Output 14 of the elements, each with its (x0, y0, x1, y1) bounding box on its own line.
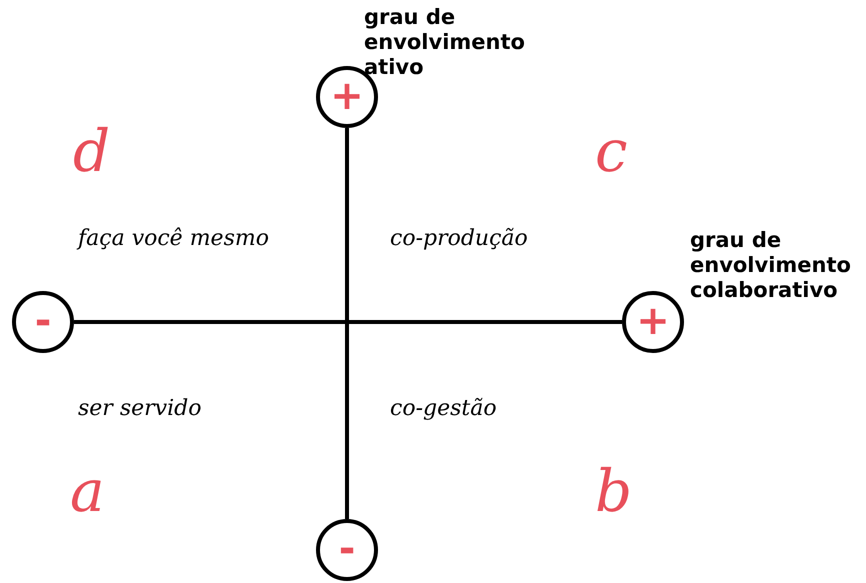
sign-circle: - (316, 519, 378, 581)
quadrant-letter: b (595, 458, 632, 524)
sign-circle: - (12, 291, 74, 353)
axis-label: grau de envolvimento colaborativo (690, 228, 852, 303)
quadrant-label: faça você mesmo (78, 226, 269, 251)
quadrant-label: co-produção (390, 226, 528, 251)
axis-line (74, 320, 622, 324)
quadrant-label: co-gestão (390, 396, 497, 421)
quadrant-letter: c (595, 118, 628, 184)
sign-circle: + (622, 291, 684, 353)
quadrant-letter: d (73, 118, 110, 184)
axis-line (345, 128, 349, 519)
quadrant-label: ser servido (78, 396, 202, 421)
quadrant-letter: a (70, 458, 105, 524)
